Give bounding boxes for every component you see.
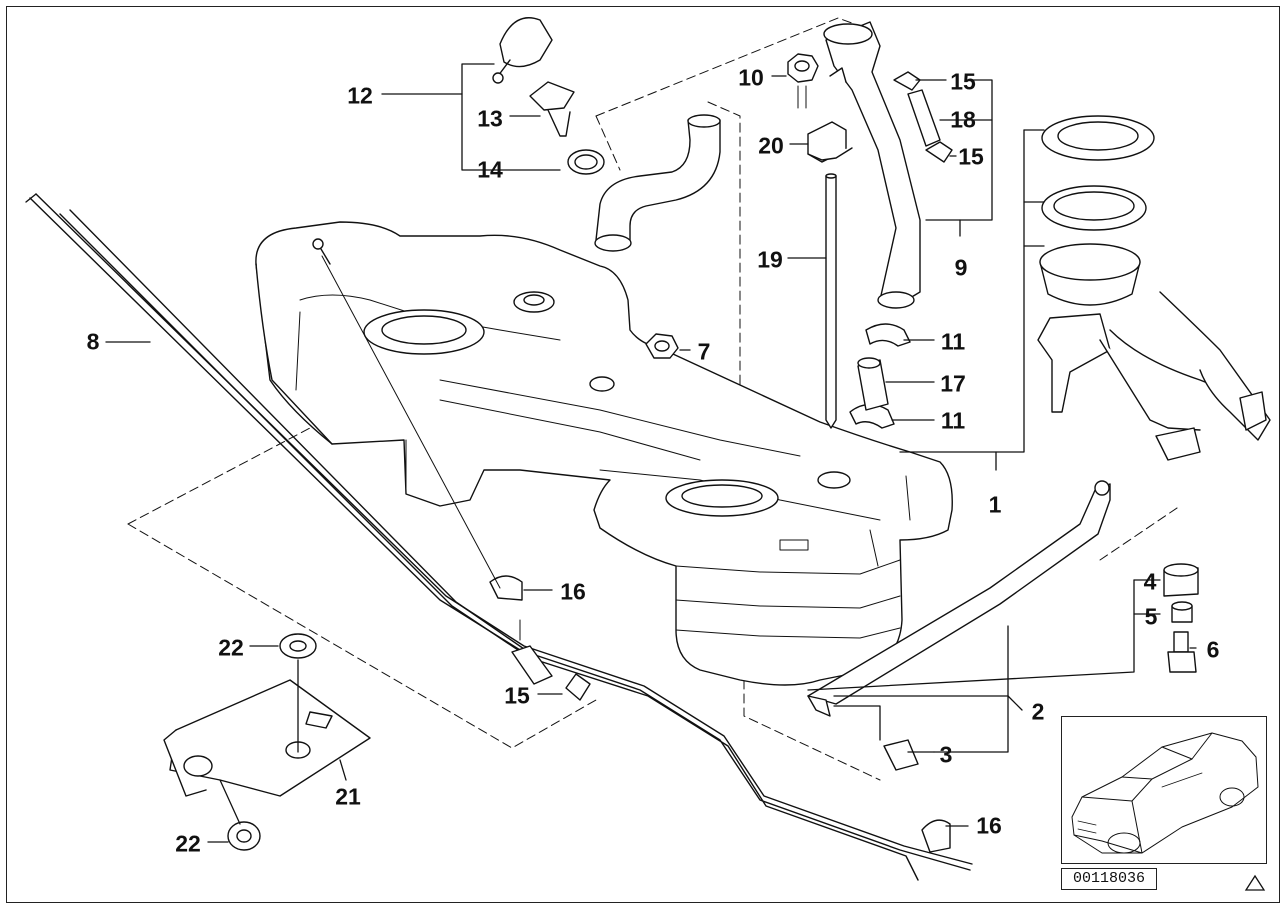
callout-15-top: 15 [950,68,976,95]
fuel-lines [25,193,973,881]
car-overview-icon [1071,732,1259,854]
assembly-outline-top [595,17,861,439]
callout-9: 9 [954,254,968,281]
fuel-pump-assembly [1037,115,1271,461]
grommets-22 [227,633,317,851]
tank-openings [363,291,851,517]
callout-8: 8 [86,328,100,355]
fuel-line-connectors [312,238,951,853]
callout-16-upper: 16 [560,578,586,605]
callout-7: 7 [697,338,711,365]
part-15-clamp-top [893,71,953,163]
car-overview-inset [1061,716,1267,864]
callout-5: 5 [1144,603,1158,630]
callout-4: 4 [1143,568,1157,595]
callout-14: 14 [477,156,503,183]
part-11-clamps [849,323,911,429]
diagram-frame [6,6,1280,903]
callout-12: 12 [347,82,373,109]
callout-2: 2 [1031,698,1045,725]
callout-15-bottom: 15 [504,682,530,709]
filler-hose [594,114,721,252]
callout-15-mid: 15 [958,143,984,170]
callout-16-lower: 16 [976,812,1002,839]
part-10-nut [787,53,819,109]
triangle-icon [1244,874,1266,891]
callout-11-lower: 11 [940,407,966,434]
callout-19: 19 [757,246,783,273]
part-20-clip [807,121,853,163]
leader-lines [105,63,1197,843]
part-18-hose [907,89,941,147]
underbody-shield [163,679,371,797]
callout-22-lower: 22 [175,830,201,857]
callout-20: 20 [758,132,784,159]
callout-6: 6 [1206,636,1220,663]
callout-18: 18 [950,106,976,133]
callout-10: 10 [738,64,764,91]
callout-3: 3 [939,741,953,768]
callout-1: 1 [988,491,1002,518]
callout-13: 13 [477,105,503,132]
fuel-cap-group [492,17,605,175]
part-17-sleeve [857,357,889,411]
tank-strap [807,480,1111,717]
routing-lines [321,255,809,641]
document-number: 00118036 [1061,868,1157,890]
part-7-nut [645,333,679,359]
parts-4-5-6 [1163,563,1199,673]
filler-neck [823,21,921,309]
pipe-19 [825,173,837,429]
callout-17: 17 [940,370,966,397]
fuel-tank [255,221,953,686]
callout-22-upper: 22 [218,634,244,661]
callout-11-upper: 11 [940,328,966,355]
callout-21: 21 [335,783,361,810]
